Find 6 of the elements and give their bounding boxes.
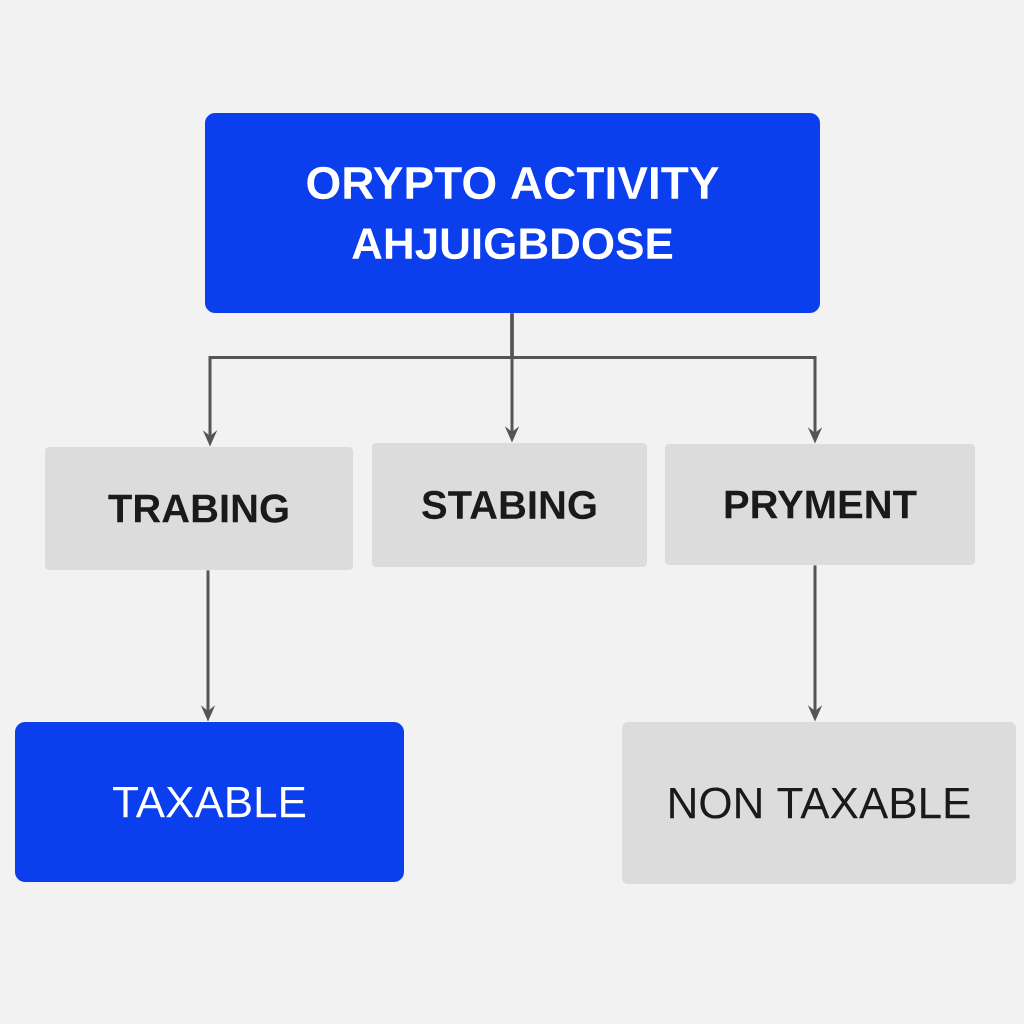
title-box: ORYPTO ACTIVITY AHJUIGBDOSE [205, 113, 820, 313]
category-box: STABING [372, 443, 647, 567]
outcome-box: TAXABLE [15, 722, 404, 882]
outcome-box: NON TAXABLE [622, 722, 1016, 884]
category-box: PRYMENT [665, 444, 975, 565]
category-box: TRABING [45, 447, 353, 570]
